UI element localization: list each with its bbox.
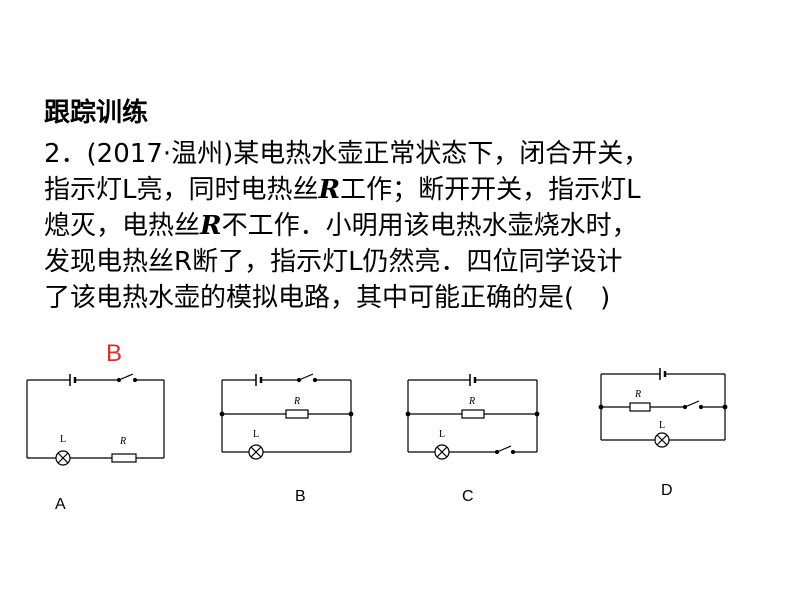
circuit-c-lamp-label: L: [439, 429, 445, 440]
answer-mark: B: [106, 340, 123, 367]
circuit-a-lamp-label: L: [60, 434, 66, 445]
circuit-diagram-d: L R: [598, 368, 728, 448]
circuit-diagram-c: L R: [405, 374, 540, 460]
question-line-4: 发现电热丝R断了，指示灯L仍然亮．四位同学设计: [44, 247, 623, 277]
option-label-d: D: [661, 482, 673, 499]
option-label-b: B: [295, 488, 306, 505]
option-label-c: C: [462, 488, 474, 505]
circuit-c-resistor-label: R: [468, 396, 475, 407]
circuit-b-lamp-label: L: [253, 429, 259, 440]
question-line-2: 指示灯L亮，同时电热丝R工作；断开开关，指示灯L: [44, 175, 641, 205]
question-text: 2．(2017·温州)某电热水壶正常状态下，闭合开关， 指示灯L亮，同时电热丝R…: [44, 136, 794, 316]
option-label-a: A: [55, 496, 66, 513]
circuit-diagram-b: L R: [219, 373, 354, 460]
circuit-a-resistor-label: R: [119, 436, 126, 447]
circuit-diagram-a: L R: [26, 373, 165, 466]
circuit-d-lamp-label: L: [659, 420, 665, 431]
question-line-3: 熄灭，电热丝R不工作．小明用该电热水壶烧水时，: [44, 211, 638, 241]
circuit-d-resistor-label: R: [634, 389, 641, 400]
question-line-5: 了该电热水壶的模拟电路，其中可能正确的是( ): [44, 283, 611, 313]
section-heading: 跟踪训练: [44, 98, 149, 128]
question-line-1: 2．(2017·温州)某电热水壶正常状态下，闭合开关，: [44, 139, 650, 169]
circuit-b-resistor-label: R: [293, 396, 300, 407]
